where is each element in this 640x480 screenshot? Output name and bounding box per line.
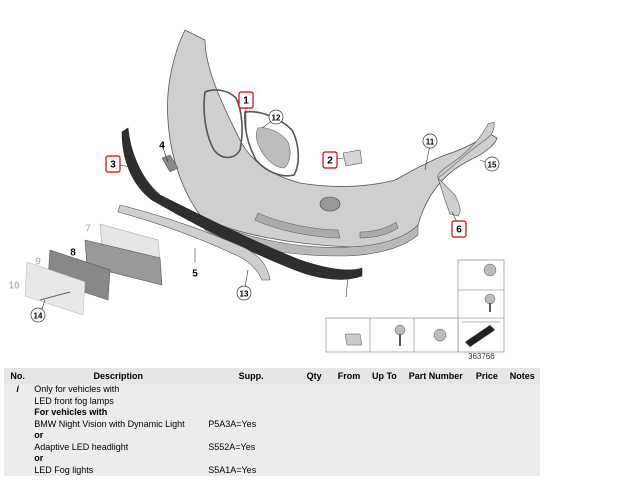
callout-label: 2 xyxy=(327,156,333,167)
callout-label: 12 xyxy=(272,114,281,123)
desc-line: Adaptive LED headlight xyxy=(34,441,129,452)
callout-label: 15 xyxy=(488,161,497,170)
col-up-to: Up To xyxy=(366,368,403,384)
callout-2: 2 xyxy=(322,151,338,169)
table-header-row: No. Description Supp. Qty From Up To Par… xyxy=(4,368,540,384)
callout-3: 3 xyxy=(105,155,121,173)
callout-label: 5 xyxy=(192,269,198,280)
desc-line: or xyxy=(34,430,44,440)
row-supp: P5A3A=Yes S552A=Yes S5A1A=Yes xyxy=(205,384,297,476)
desc-line: BMW Night Vision with Dynamic Light xyxy=(34,418,185,429)
col-part-number: Part Number xyxy=(402,368,470,384)
row-notes xyxy=(504,384,540,476)
image-number: 363766 xyxy=(468,352,495,361)
row-price xyxy=(469,384,505,476)
part-5-spoiler xyxy=(117,204,271,281)
desc-line: Only for vehicles with xyxy=(34,384,120,394)
row-from xyxy=(331,384,367,476)
bumper-shell xyxy=(167,29,498,257)
callout-9: 9 xyxy=(35,257,41,268)
callout-label: 6 xyxy=(456,225,462,236)
callout-8: 8 xyxy=(70,248,76,259)
supp-value: S552A=Yes xyxy=(208,441,256,452)
callout-label: 8 xyxy=(70,248,76,259)
part-4-bracket xyxy=(161,154,179,173)
row-no: i xyxy=(4,384,32,476)
callout-label: 11 xyxy=(426,138,435,147)
callout-4: 4 xyxy=(159,141,165,152)
callout-15: 15 xyxy=(484,156,500,172)
callout-7: 7 xyxy=(85,224,91,235)
desc-line: LED front fog lamps xyxy=(34,395,114,406)
callout-label: 13 xyxy=(240,290,249,299)
part-6-bracket xyxy=(437,121,495,217)
desc-line: or xyxy=(34,453,44,463)
col-notes: Notes xyxy=(504,368,540,384)
callout-label: 9 xyxy=(35,257,41,268)
parts-table: No. Description Supp. Qty From Up To Par… xyxy=(4,368,540,476)
callout-12: 12 xyxy=(268,109,284,125)
desc-line: LED Fog lights xyxy=(34,464,94,475)
fastener-legend xyxy=(325,259,505,353)
desc-line: For vehicles with xyxy=(34,407,108,417)
row-part-number xyxy=(402,384,470,476)
row-qty xyxy=(296,384,332,476)
row-description: Only for vehicles with LED front fog lam… xyxy=(31,384,206,476)
col-no: No. xyxy=(4,368,32,384)
parts-diagram: 1234567891011121314151211151413 363766 xyxy=(8,29,505,361)
col-from: From xyxy=(331,368,367,384)
plate-brackets xyxy=(24,223,163,316)
callout-11: 11 xyxy=(422,133,438,149)
callout-1: 1 xyxy=(238,91,254,109)
callout-label: 3 xyxy=(110,160,116,171)
callout-10: 10 xyxy=(8,281,20,292)
col-price: Price xyxy=(469,368,505,384)
callout-label: 7 xyxy=(85,224,91,235)
callout-label: 10 xyxy=(8,281,20,292)
col-qty: Qty xyxy=(296,368,332,384)
callout-14: 14 xyxy=(30,307,46,323)
callout-label: 14 xyxy=(34,312,43,321)
callout-6: 6 xyxy=(451,220,467,238)
callout-label: 1 xyxy=(243,96,249,107)
part-2-cover xyxy=(342,149,363,167)
callout-13: 13 xyxy=(236,285,252,301)
part-3-trim xyxy=(121,127,363,280)
callout-label: 4 xyxy=(159,141,165,152)
supp-value: S5A1A=Yes xyxy=(208,464,257,475)
col-description: Description xyxy=(31,368,206,384)
row-up-to xyxy=(366,384,403,476)
callout-5: 5 xyxy=(192,269,198,280)
table-row: i Only for vehicles with LED front fog l… xyxy=(4,384,540,476)
col-supp: Supp. xyxy=(205,368,297,384)
supp-value: P5A3A=Yes xyxy=(208,418,257,429)
